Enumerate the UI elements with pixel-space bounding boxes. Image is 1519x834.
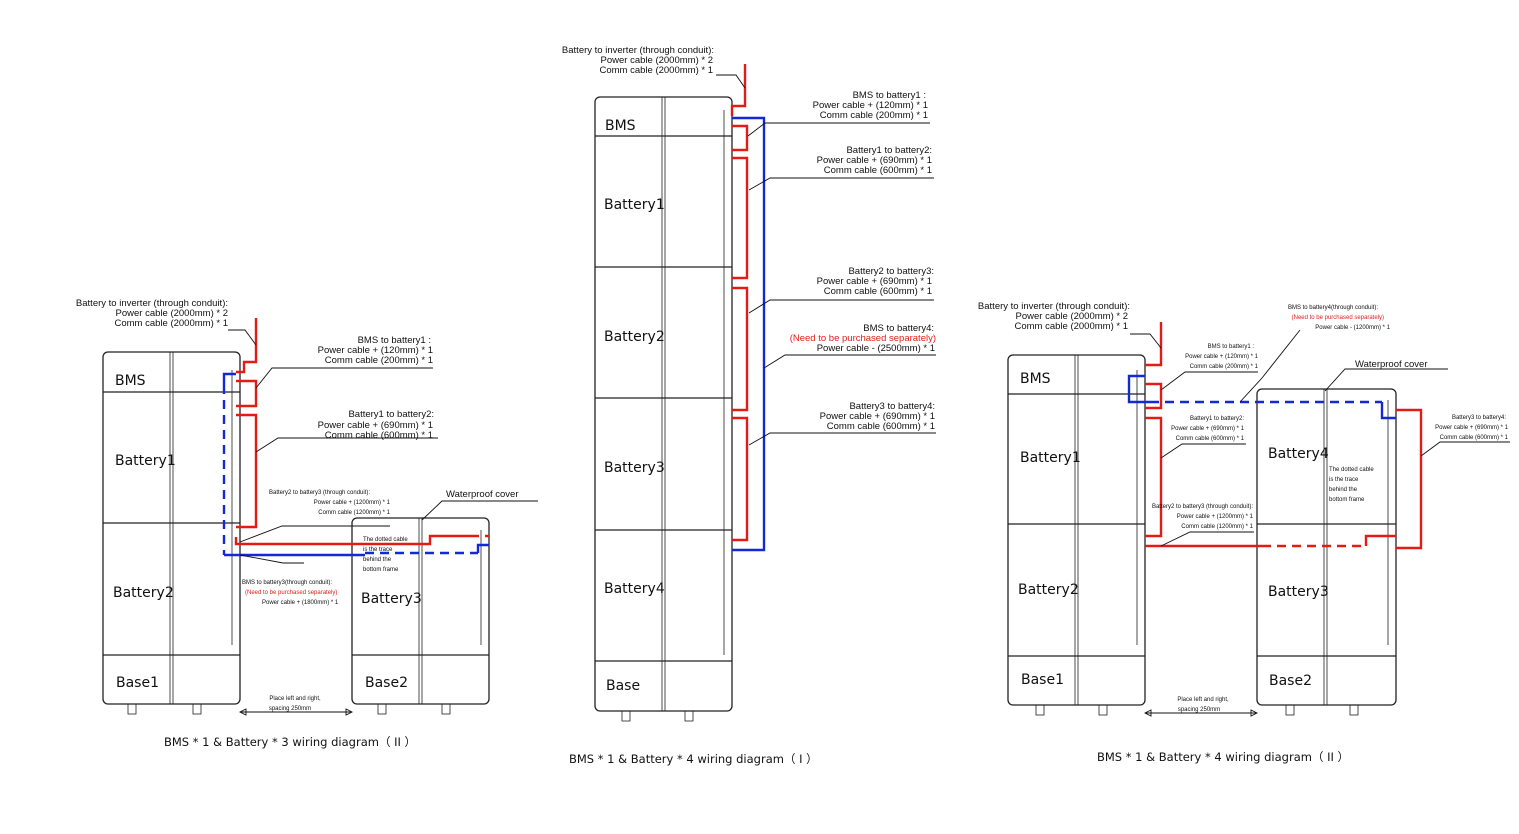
right-inverter-note-3: Comm cable (2000mm) * 1 [1014, 321, 1128, 332]
left-dotted-note-3: behind the [363, 557, 392, 563]
right-bms-b4-note-3: Power cable - (1200mm) * 1 [1315, 325, 1390, 331]
right-battery3-label: Battery3 [1268, 584, 1329, 600]
mid-battery3-label: Battery3 [604, 460, 665, 476]
mid-inverter-note-3: Comm cable (2000mm) * 1 [599, 65, 713, 76]
mid-b1-b2-note-2: Power cable + (690mm) * 1 [817, 155, 932, 166]
right-battery2-label: Battery2 [1018, 582, 1079, 598]
right-b2-b3-note-1: Battery2 to battery3 (through conduit): [1152, 504, 1253, 510]
left-b1-b2-note-1: Battery1 to battery2: [348, 409, 434, 420]
left-battery3-label: Battery3 [361, 591, 422, 607]
right-dotted-note-3: behind the [1329, 487, 1358, 493]
right-b1-b2-note-2: Power cable + (690mm) * 1 [1171, 426, 1245, 432]
left-b1-b2-note-2: Power cable + (690mm) * 1 [318, 420, 433, 431]
right-bms-b1-note-1: BMS to battery1 : [1208, 344, 1255, 350]
right-dotted-note-2: is the trace [1329, 477, 1359, 483]
left-bms-b1-note-1: BMS to battery1 : [358, 335, 431, 346]
right-dotted-note-4: bottom frame [1329, 497, 1365, 503]
mid-battery1-label: Battery1 [604, 197, 665, 213]
right-spacing-note-1: Place left and right, [1177, 697, 1229, 703]
right-b3-b4-note-1: Battery3 to battery4: [1452, 415, 1506, 421]
right-base2-label: Base2 [1269, 673, 1312, 689]
right-b3-b4-note-3: Comm cable (600mm) * 1 [1440, 435, 1509, 441]
right-bms-b4-note-1: BMS to battery4(through conduit): [1288, 305, 1378, 311]
left-waterproof-label: Waterproof cover [446, 489, 519, 500]
left-base1-label: Base1 [116, 675, 159, 691]
right-b2-b3-note-3: Comm cable (1200mm) * 1 [1181, 524, 1253, 530]
right-base1-label: Base1 [1021, 672, 1064, 688]
left-b1-b2-note-3: Comm cable (600mm) * 1 [325, 430, 433, 441]
mid-bms-b4-note-1: BMS to battery4: [863, 323, 934, 334]
left-bms-label: BMS [115, 373, 146, 389]
mid-bms-label: BMS [605, 118, 636, 134]
left-bms-b3-note-2: (Need to be purchased separately) [245, 590, 337, 596]
left-bms-b1-note-3: Comm cable (200mm) * 1 [325, 355, 433, 366]
mid-battery2-label: Battery2 [604, 329, 665, 345]
left-spacing-note-1: Place left and right, [269, 696, 321, 702]
diagram-right [1007, 322, 1510, 717]
right-inverter-note-2: Power cable (2000mm) * 2 [1016, 311, 1128, 322]
left-tall-stack [102, 351, 241, 705]
mid-bms-b4-note-3: Power cable - (2500mm) * 1 [817, 343, 935, 354]
left-short-stack [351, 517, 490, 705]
mid-b2-b3-note-1: Battery2 to battery3: [848, 266, 934, 277]
mid-bms-b4-note-2: (Need to be purchased separately) [790, 333, 936, 344]
left-dotted-note-2: is the trace [363, 547, 393, 553]
mid-b3-b4-note-1: Battery3 to battery4: [849, 401, 935, 412]
left-spacing-note-2: spacing 250mm [269, 706, 311, 712]
right-dotted-note-1: The dotted cable [1329, 467, 1374, 473]
right-battery1-label: Battery1 [1020, 450, 1081, 466]
right-battery4-label: Battery4 [1268, 446, 1329, 462]
right-b1-b2-note-1: Battery1 to battery2: [1190, 416, 1244, 422]
right-inverter-note-1: Battery to inverter (through conduit): [978, 301, 1130, 312]
left-base2-label: Base2 [365, 675, 408, 691]
diagram-texts: BMS Battery1 Battery2 Battery3 Base1 Bas… [76, 45, 1509, 766]
left-bms-b1-note-2: Power cable + (120mm) * 1 [318, 345, 433, 356]
left-b2-b3-note-3: Comm cable (1200mm) * 1 [318, 510, 390, 516]
left-inverter-note-2: Power cable (2000mm) * 2 [116, 308, 228, 319]
mid-b1-b2-note-1: Battery1 to battery2: [846, 145, 932, 156]
mid-b2-b3-note-3: Comm cable (600mm) * 1 [824, 286, 932, 297]
right-b2-b3-note-2: Power cable + (1200mm) * 1 [1177, 514, 1254, 520]
right-tall-stack [1007, 354, 1146, 706]
left-battery1-label: Battery1 [115, 453, 176, 469]
mid-b1-b2-note-3: Comm cable (600mm) * 1 [824, 165, 932, 176]
middle-caption: BMS * 1 & Battery * 4 wiring diagram（ I … [569, 752, 818, 766]
left-inverter-note-3: Comm cable (2000mm) * 1 [114, 318, 228, 329]
mid-battery4-label: Battery4 [604, 581, 665, 597]
mid-base-label: Base [606, 678, 640, 694]
right-b1-b2-note-3: Comm cable (600mm) * 1 [1176, 436, 1245, 442]
left-b2-b3-note-1: Battery2 to battery3 (through conduit): [269, 490, 370, 496]
left-caption: BMS * 1 & Battery * 3 wiring diagram（ II… [164, 735, 416, 749]
right-bms-b4-note-2: (Need to be purchased separately) [1292, 315, 1384, 321]
mid-b3-b4-note-2: Power cable + (690mm) * 1 [820, 411, 935, 422]
left-battery2-label: Battery2 [113, 585, 174, 601]
left-dotted-note-1: The dotted cable [363, 537, 408, 543]
mid-inverter-note-1: Battery to inverter (through conduit): [562, 45, 714, 56]
left-bms-b3-note-3: Power cable + (1800mm) * 1 [262, 600, 339, 606]
right-waterproof-label: Waterproof cover [1355, 359, 1428, 370]
left-bms-b3-note-1: BMS to battery3(through conduit): [242, 580, 332, 586]
right-bms-b1-note-3: Comm cable (200mm) * 1 [1190, 364, 1259, 370]
right-bms-label: BMS [1020, 371, 1051, 387]
right-b3-b4-note-2: Power cable + (690mm) * 1 [1435, 425, 1509, 431]
left-inverter-note-1: Battery to inverter (through conduit): [76, 298, 228, 309]
diagram-left [102, 318, 538, 716]
mid-bms-b1-note-2: Power cable + (120mm) * 1 [813, 100, 928, 111]
right-bms-b1-note-2: Power cable + (120mm) * 1 [1185, 354, 1259, 360]
mid-b2-b3-note-2: Power cable + (690mm) * 1 [817, 276, 932, 287]
mid-bms-b1-note-3: Comm cable (200mm) * 1 [820, 110, 928, 121]
right-caption: BMS * 1 & Battery * 4 wiring diagram（ II… [1097, 750, 1349, 764]
left-dotted-note-4: bottom frame [363, 567, 399, 573]
middle-stack [594, 96, 733, 712]
mid-b3-b4-note-3: Comm cable (600mm) * 1 [827, 421, 935, 432]
mid-inverter-note-2: Power cable (2000mm) * 2 [601, 55, 713, 66]
left-b2-b3-note-2: Power cable + (1200mm) * 1 [314, 500, 391, 506]
diagram-middle [594, 64, 936, 722]
right-spacing-note-2: spacing 250mm [1178, 707, 1220, 713]
mid-bms-b1-note-1: BMS to battery1 : [853, 90, 926, 101]
